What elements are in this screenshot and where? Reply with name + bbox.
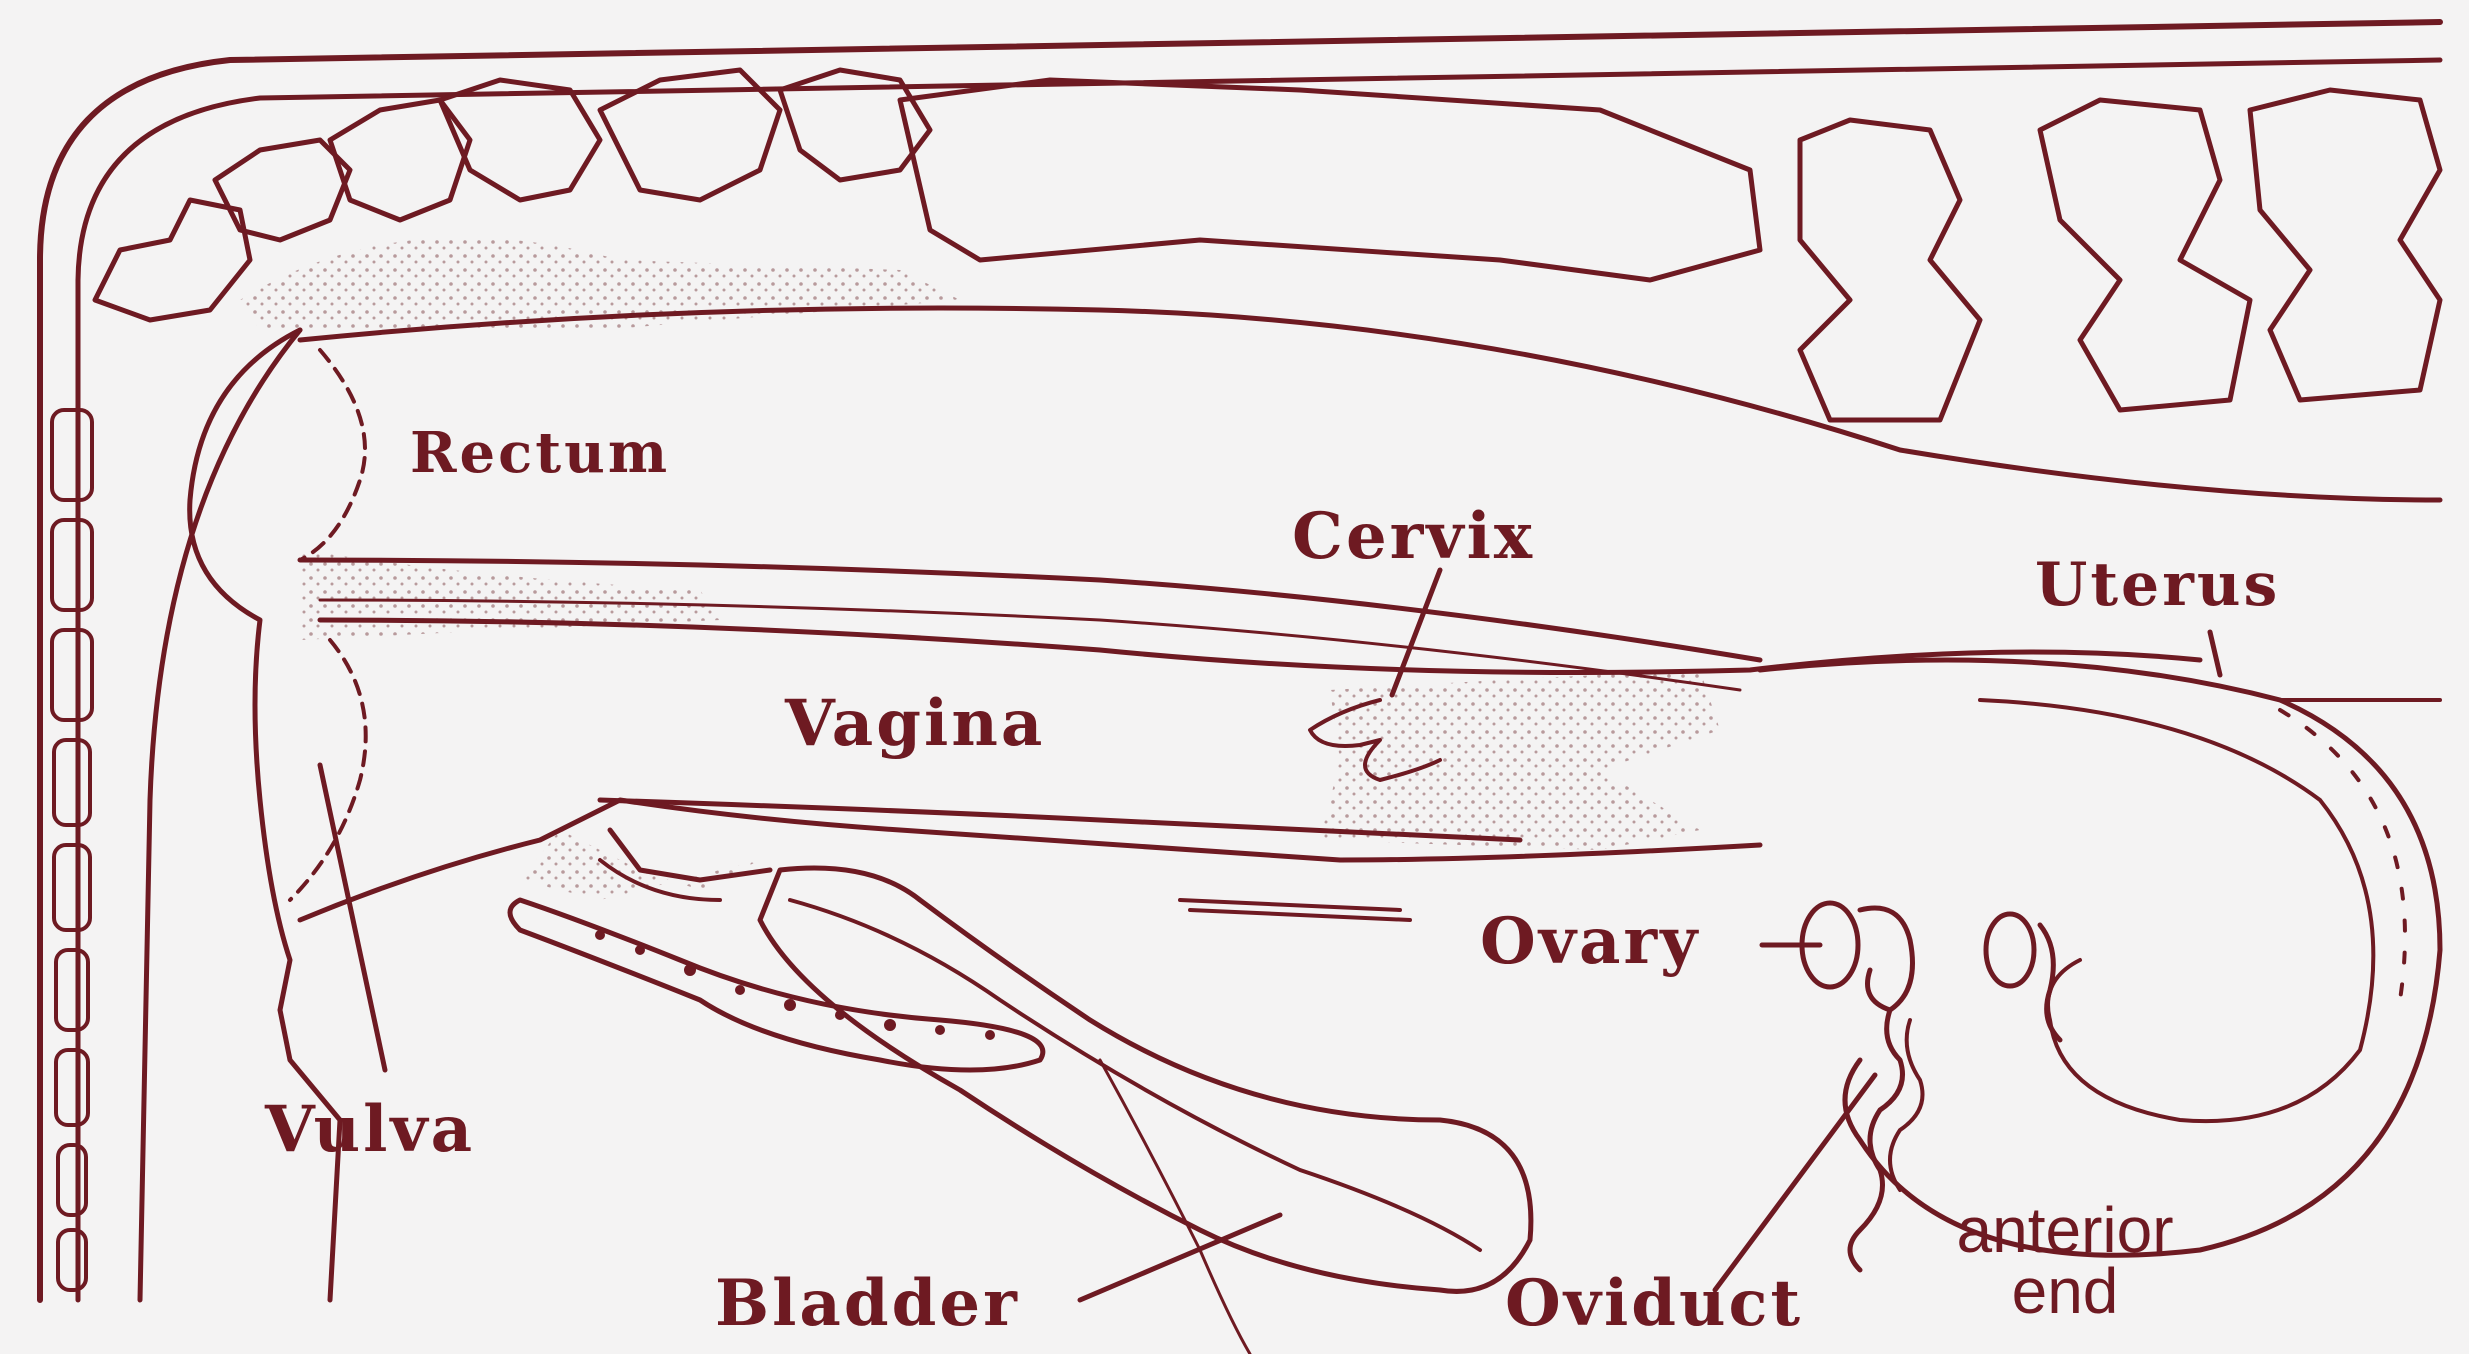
- label-uterus: Uterus: [2035, 555, 2280, 615]
- bladder-wall-stipple: [520, 830, 760, 900]
- vulva-inner: [290, 640, 366, 900]
- uterus-horn-outer: [1760, 660, 2440, 1255]
- ovary-left: [1802, 903, 1913, 1010]
- uterus-horn-inner: [1980, 700, 2373, 1121]
- vagina-upper-wall: [320, 620, 2200, 673]
- cervix-leader: [1392, 570, 1440, 695]
- label-cervix: Cervix: [1292, 505, 1535, 569]
- label-oviduct: Oviduct: [1505, 1272, 1803, 1336]
- label-rectum: Rectum: [410, 425, 670, 481]
- broad-ligament-lines: [1180, 900, 1410, 920]
- oviduct-coil-2: [1890, 1020, 1923, 1190]
- label-anterior-end: anterior end: [1875, 1200, 2255, 1322]
- label-bladder: Bladder: [715, 1272, 1020, 1336]
- tail-vertebrae: [52, 410, 92, 1290]
- anus-opening: [300, 350, 365, 560]
- bladder-leader: [1080, 1215, 1280, 1300]
- perineal-body: [510, 900, 1043, 1070]
- vulva-leader: [320, 765, 385, 1070]
- uterus-leader: [2210, 632, 2220, 675]
- label-anterior-end-line1: anterior: [1875, 1200, 2255, 1261]
- uterus-dashes: [2280, 710, 2405, 1000]
- label-anterior-end-line2: end: [1875, 1261, 2255, 1322]
- bladder-ligament: [1100, 1060, 1250, 1354]
- perineal-dots: [595, 930, 995, 1040]
- cervix-stipple: [1320, 670, 1720, 850]
- label-ovary: Ovary: [1480, 910, 1700, 974]
- label-vulva: Vulva: [265, 1098, 475, 1162]
- ovary-right: [1986, 914, 2060, 1040]
- label-vagina: Vagina: [785, 692, 1045, 756]
